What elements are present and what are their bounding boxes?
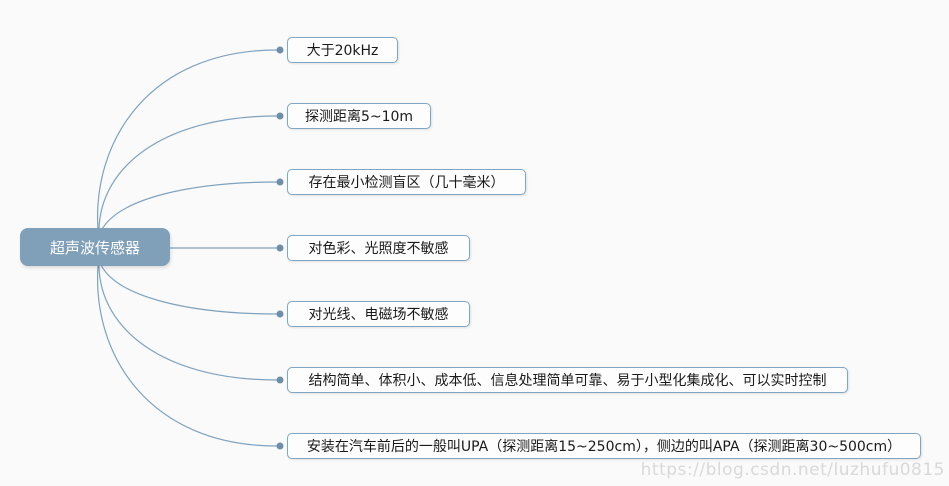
connector-curve	[96, 49, 278, 231]
child-node-label: 对色彩、光照度不敏感	[308, 241, 449, 257]
connector-dot	[276, 46, 284, 54]
child-node-label: 探测距离5~10m	[304, 109, 414, 125]
connector-curve	[100, 264, 278, 315]
child-node-light-insensitive[interactable]: 对光线、电磁场不敏感	[287, 301, 470, 327]
connector-dot	[276, 244, 284, 252]
connector-dot	[276, 112, 284, 120]
child-node-detection-range[interactable]: 探测距离5~10m	[287, 103, 431, 129]
child-node-label: 大于20kHz	[306, 43, 379, 59]
child-node-label: 结构简单、体积小、成本低、信息处理简单可靠、易于小型化集成化、可以实时控制	[308, 373, 827, 389]
child-node-advantages[interactable]: 结构简单、体积小、成本低、信息处理简单可靠、易于小型化集成化、可以实时控制	[287, 367, 848, 393]
child-node-blind-zone[interactable]: 存在最小检测盲区（几十毫米）	[287, 169, 526, 195]
connector-dot	[276, 178, 284, 186]
connector-curve	[98, 265, 278, 381]
child-node-label: 安装在汽车前后的一般叫UPA（探测距离15~250cm），侧边的叫APA（探测距…	[306, 439, 902, 455]
connector-curve	[100, 181, 278, 232]
child-node-upa-apa[interactable]: 安装在汽车前后的一般叫UPA（探测距离15~250cm），侧边的叫APA（探测距…	[287, 433, 921, 459]
root-node-label: 超声波传感器	[49, 238, 140, 257]
connector-dot	[276, 310, 284, 318]
child-node-frequency[interactable]: 大于20kHz	[287, 37, 398, 63]
connector-dot	[276, 376, 284, 384]
child-node-label: 存在最小检测盲区（几十毫米）	[308, 175, 505, 191]
root-node[interactable]: 超声波传感器	[20, 228, 170, 266]
connector-curve	[96, 265, 278, 447]
connector-curve	[98, 115, 278, 231]
connector-dot	[276, 442, 284, 450]
child-node-label: 对光线、电磁场不敏感	[308, 307, 449, 323]
child-node-color-insensitive[interactable]: 对色彩、光照度不敏感	[287, 235, 470, 261]
